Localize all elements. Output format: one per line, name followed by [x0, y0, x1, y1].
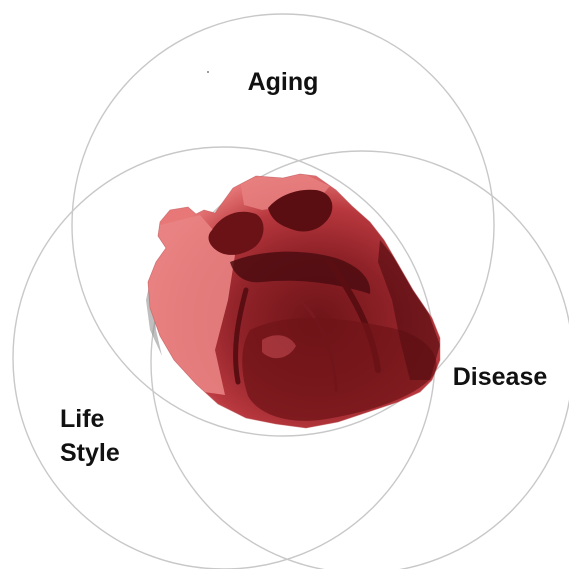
heart-illustration — [138, 172, 440, 428]
label-disease: Disease — [453, 363, 548, 391]
label-style: Style — [60, 439, 120, 467]
label-life: Life — [60, 405, 105, 433]
label-aging: Aging — [248, 68, 319, 96]
speck-dot — [207, 71, 209, 73]
